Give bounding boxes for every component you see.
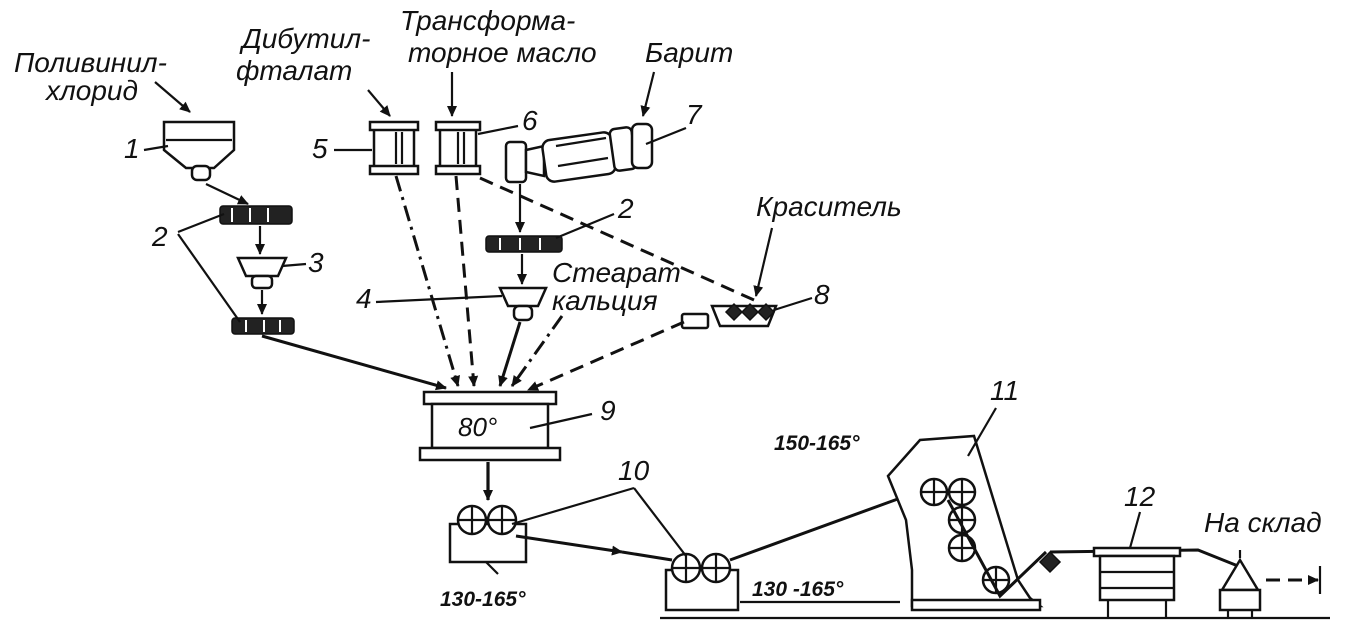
leader-6: [477, 124, 519, 136]
mixer: [418, 390, 562, 462]
label-5: 5: [312, 133, 328, 164]
label-9: 9: [600, 395, 616, 426]
barite-feed-arrow: [640, 71, 656, 117]
rollers-2: [664, 552, 740, 612]
pvc-hopper: [162, 120, 236, 182]
leader-11: [967, 407, 997, 457]
barite-sieve: [498, 286, 548, 322]
oil-label: Трансформа- торное масло: [400, 5, 597, 68]
label-8: 8: [814, 279, 830, 310]
label-2-left: 2: [151, 221, 168, 252]
pvc-to-mixer-flow: [261, 334, 447, 391]
label-1: 1: [124, 133, 140, 164]
leader-10-right: [633, 487, 687, 557]
label-3: 3: [308, 247, 324, 278]
leader-2-lower: [177, 233, 241, 323]
label-11: 11: [990, 375, 1019, 406]
leader-8: [773, 296, 813, 312]
label-2-right: 2: [617, 193, 634, 224]
winder: [1218, 557, 1262, 618]
pvc-dosing-feeder: [231, 317, 295, 335]
leader-10-left: [511, 486, 635, 526]
leader-9: [529, 412, 593, 430]
label-10: 10: [618, 455, 650, 486]
leader-7: [645, 126, 687, 146]
dbp-label: Дибутил- фталат: [236, 23, 370, 86]
dye-feed-arrow: [753, 227, 774, 297]
label-4: 4: [356, 283, 372, 314]
stearate-label-line2: кальция: [552, 285, 658, 316]
to-storage-label: На склад: [1204, 507, 1322, 538]
stearate-label-line1: Стеарат: [552, 257, 681, 288]
dbp-to-mixer-flow: [394, 175, 460, 387]
leader-3: [281, 262, 307, 268]
guide-roller: [1038, 550, 1062, 574]
rollers-1: [448, 504, 528, 575]
barite-label: Барит: [645, 37, 733, 68]
stearate-label: Стеарат кальция: [552, 257, 681, 316]
dbp-tank: [368, 120, 420, 176]
calender: [886, 434, 1048, 612]
oil-tank: [434, 120, 482, 176]
stearate-to-mixer-flow: [510, 315, 564, 387]
leader-4: [375, 294, 503, 304]
pvc-label: Поливинил- хлорид: [14, 47, 167, 106]
dbp-feed-arrow: [367, 89, 391, 117]
oil-label-line2: торное масло: [408, 37, 597, 68]
rollers1-to-rollers2-flow: [515, 534, 623, 556]
oil-label-line1: Трансформа-: [400, 5, 575, 36]
mixer-temperature: 80°: [458, 412, 497, 442]
pvc-feeder: [219, 205, 293, 225]
barite-feeder: [485, 235, 563, 253]
leader-12: [1128, 511, 1142, 549]
ball-mill: [504, 122, 654, 184]
rollers-1-temperature: 130-165°: [440, 588, 526, 611]
pvc-label-line1: Поливинил-: [14, 47, 167, 78]
pvc-label-line2: хлорид: [44, 75, 138, 106]
dye-to-mixer-flow: [527, 320, 685, 392]
pvc-sieve: [236, 256, 288, 290]
label-7: 7: [686, 99, 703, 130]
dye-mixer: [680, 302, 778, 330]
dbp-label-line1: Дибутил-: [239, 23, 370, 54]
hopper1-to-feeder: [205, 183, 249, 205]
sheet-to-calender: [729, 486, 929, 562]
rollers1-to-rollers2-line: [621, 550, 673, 562]
dbp-label-line2: фталат: [236, 55, 352, 86]
calender-temperature: 150-165°: [774, 432, 860, 455]
rollers-2-temperature: 130 -165°: [752, 578, 844, 601]
cooling-table: [1092, 546, 1182, 618]
label-12: 12: [1124, 481, 1156, 512]
label-6: 6: [522, 105, 538, 136]
oil-to-dye-mixer-flow: [479, 176, 755, 302]
dye-label: Краситель: [756, 191, 902, 222]
sieve-to-mixer-flow: [498, 321, 522, 387]
leader-1: [143, 144, 169, 152]
pvc-feed-arrow: [154, 81, 191, 113]
oil-to-mixer-flow: [454, 175, 479, 387]
leader-2-upper: [177, 212, 225, 234]
